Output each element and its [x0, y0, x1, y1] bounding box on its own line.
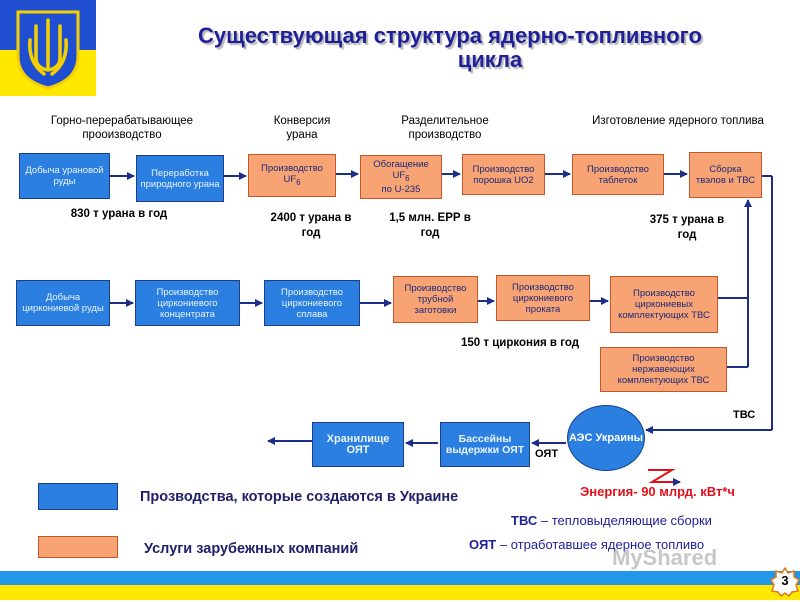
enrichment-line-3: по U-235 [381, 183, 421, 195]
box-fuel-rod-assembly: Сборка твэлов и ТВС [689, 152, 762, 198]
abbr-tvs-term: ТВС [511, 513, 538, 528]
enrichment-uf-label: UF [392, 170, 406, 182]
qty-zirconium: 150 т циркония в год [461, 337, 579, 349]
flag-stripe-blue [0, 571, 800, 585]
stage-header-enrichment: Разделительное производство [401, 115, 489, 141]
box-zirconium-concentrate: Производство циркониевого концентрата [135, 280, 240, 326]
page-number: 3 [769, 566, 800, 598]
legend-swatch-orange [38, 536, 118, 558]
flag-stripe-yellow [0, 585, 800, 600]
box-stainless-components: Производство нержавеющих комплектующих Т… [600, 347, 727, 392]
box-zirconium-alloy: Производство циркониевого сплава [264, 280, 360, 326]
title-line-2: цикла [457, 47, 523, 72]
slide-title: Существующая структура ядерно-топливного… [110, 24, 790, 72]
npp-ukraine-circle: АЭС Украины [567, 405, 645, 471]
box-uranium-ore-mining: Добыча урановой руды [19, 153, 110, 199]
qty-uranium-mining: 830 т урана в год [70, 208, 168, 220]
label-oyat: ОЯТ [535, 448, 559, 460]
box-uf6-enrichment: Обогащение UF6 по U-235 [360, 155, 442, 199]
title-line-1: Существующая структура ядерно-топливного [198, 23, 702, 48]
box-spent-fuel-storage: Хранилище ОЯТ [312, 422, 404, 467]
abbr-oyat-definition: – отработавшее ядерное топливо [496, 537, 705, 552]
energy-output: Энергия- 90 млрд. кВт*ч [580, 484, 735, 499]
qty-enrichment: 1,5 млн. ЕРР в год [389, 212, 471, 239]
box-uf6-production: Производство UF6 [248, 154, 336, 197]
legend-text-blue: Прозводства, которые создаются в Украине [140, 489, 459, 505]
box-uo2-powder-production: Производство порошка UO2 [462, 154, 545, 195]
legend-text-orange: Услуги зарубежных компаний [144, 541, 359, 557]
box-zirconium-ore-mining: Добыча циркониевой руды [16, 280, 110, 326]
uf6-subscript: 6 [296, 177, 301, 187]
box-zirconium-components: Производство циркониевых комплектующих Т… [610, 276, 718, 333]
stage-header-mining: Горно-перерабатывающее прооизводство [50, 115, 194, 141]
stage-header-conversion: Конверсия урана [273, 115, 331, 141]
abbr-oyat-term: ОЯТ [469, 537, 497, 552]
ukraine-emblem-icon [0, 0, 96, 96]
label-tvs: ТВС [733, 409, 756, 421]
abbr-tvs-definition: – тепловыделяющие сборки [537, 513, 712, 528]
box-natural-uranium-processing: Переработка природного урана [136, 155, 224, 202]
qty-conversion: 2400 т урана в год [270, 212, 352, 239]
box-spent-fuel-pool: Бассейны выдержки ОЯТ [440, 422, 530, 467]
page-number-text: 3 [781, 573, 789, 588]
qty-fabrication: 375 т урана в год [649, 214, 725, 241]
uf6-label: Производство UF [261, 163, 323, 186]
box-tube-billet: Производство трубной заготовки [393, 276, 478, 323]
abbr-oyat: ОЯТ – отработавшее ядерное топливо [469, 537, 704, 552]
enrichment-uf-subscript: 6 [405, 173, 410, 183]
page-number-badge-icon [769, 566, 800, 598]
abbr-tvs: ТВС – тепловыделяющие сборки [511, 513, 712, 528]
enrichment-line-1: Обогащение [373, 159, 429, 171]
box-pellet-production: Производство таблеток [572, 154, 664, 195]
stage-header-fabrication: Изготовление ядерного топлива [592, 115, 764, 127]
box-zirconium-rolled: Производство циркониевого проката [496, 275, 590, 321]
watermark: MyShared [612, 545, 718, 570]
legend-swatch-blue [38, 483, 118, 510]
